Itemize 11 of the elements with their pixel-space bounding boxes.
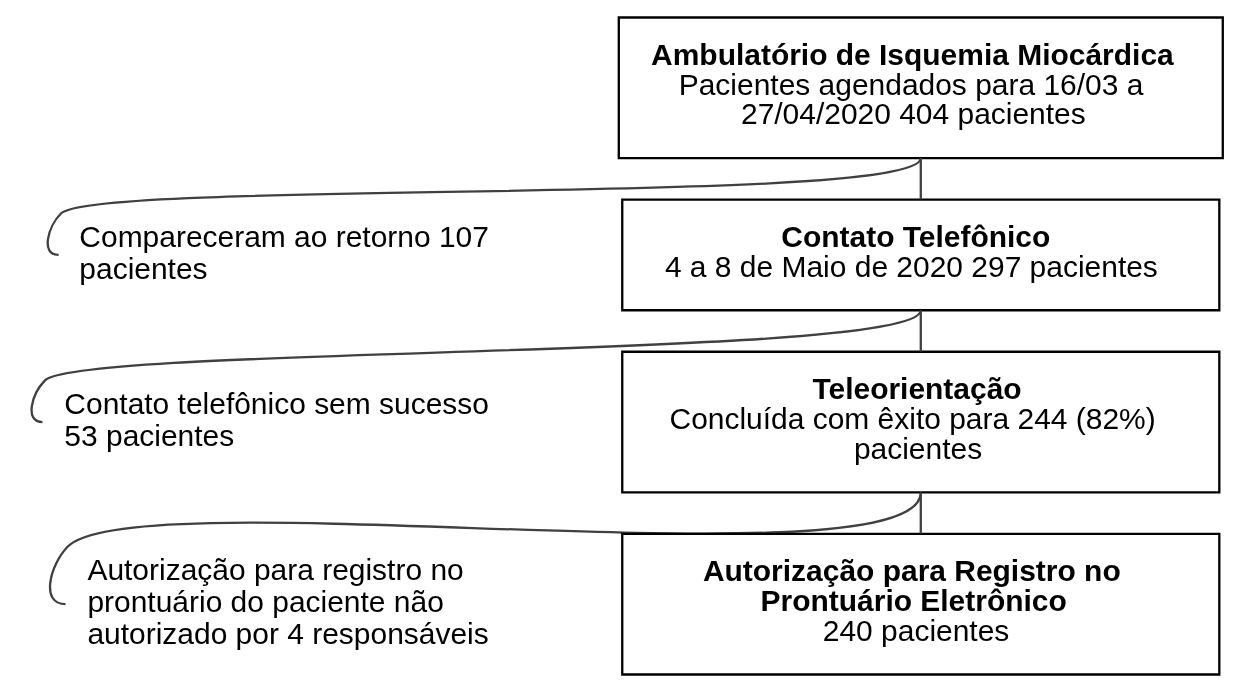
node-text: Compareceram ao retorno 107 pacientes [79,219,489,285]
connector [919,492,922,534]
node-box: Teleorientação Concluída com êxito para 244 (82%) pacientes [621,350,1221,494]
connector [919,159,922,200]
node-box: Ambulatório de Isquemia Miocárdica Pacientes agendados para 16/03 a 27/04/2020 404 pacientes [617,16,1224,160]
node-text: Contato telefônico sem sucesso 53 pacientes [64,386,489,453]
connector [49,491,922,606]
node-box: Autorização para Registro no Prontuário Eletrônico 240 pacientes [621,532,1221,676]
node-text: Autorização para registro no prontuário do paciente não autorizado por 4 responsáveis [87,552,489,651]
connector [919,310,922,352]
node-box: Contato Telefônico 4 a 8 de Maio de 2020 297 pacientes [621,198,1221,312]
